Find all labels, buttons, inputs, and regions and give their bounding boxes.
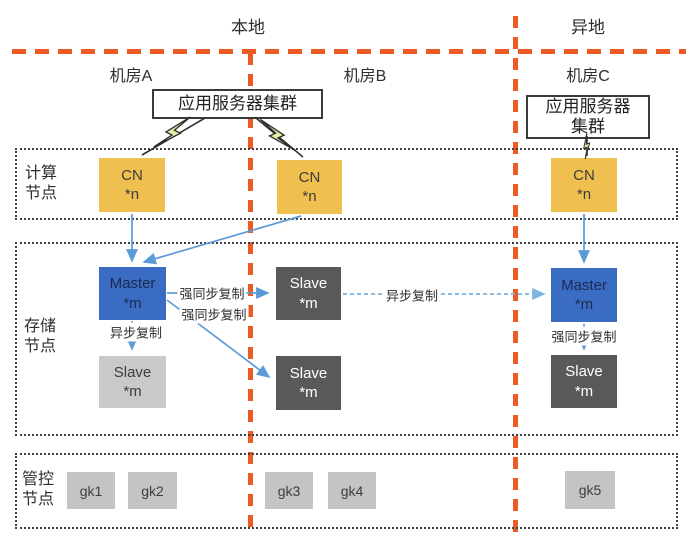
slave-b2-count: *m [299, 384, 318, 401]
master-a-label: Master [109, 275, 156, 292]
master-node-room-c: Master *m [551, 268, 617, 322]
cn-c-count: *n [576, 186, 592, 203]
master-c-label: Master [561, 276, 607, 294]
slave-b2-label: Slave [289, 364, 328, 382]
row-label-storage-nodes: 存储 节点 [24, 318, 57, 355]
slave-node-room-c: Slave *m [551, 355, 617, 408]
cn-a-label: CN [121, 166, 143, 184]
slave-b1-label: Slave [289, 275, 328, 292]
app-server-cluster-remote-line2: 集群 [571, 117, 605, 136]
label-sync-replication-3: 强同步复制 [549, 326, 619, 346]
cn-c-label: CN [573, 166, 595, 184]
zone-divider-local-remote [513, 16, 518, 535]
slave-a-label: Slave [113, 363, 152, 381]
slave-c-label: Slave [565, 363, 603, 380]
cn-b-label: CN [298, 168, 321, 186]
label-sync-replication-1: 强同步复制 [177, 283, 247, 303]
zone-divider-horizontal [12, 49, 686, 54]
gk-node-4: gk4 [328, 472, 376, 509]
gk-node-1: gk1 [67, 472, 115, 509]
master-c-count: *m [574, 296, 594, 313]
label-async-replication-local: 异步复制 [107, 322, 165, 342]
row-label-mgmt-nodes: 管控 节点 [22, 471, 55, 508]
gk-node-2: gk2 [128, 472, 177, 509]
zone-label-local: 本地 [231, 18, 265, 37]
row-label-compute-nodes: 计算 节点 [25, 165, 58, 202]
label-async-replication-remote: 异步复制 [383, 285, 441, 305]
storage-row-frame [15, 242, 678, 436]
app-server-cluster-local: 应用服务器集群 [152, 89, 323, 119]
compute-row-frame [15, 148, 678, 220]
gk-node-5: gk5 [565, 471, 615, 509]
mgmt-row-frame [15, 453, 678, 529]
cn-b-count: *n [302, 188, 317, 205]
slave-node-room-a: Slave *m [99, 356, 166, 408]
cn-node-room-a: CN *n [99, 158, 165, 212]
slave-b1-count: *m [299, 294, 318, 312]
app-server-cluster-remote-line1: 应用服务器 [545, 96, 631, 116]
slave-a-count: *m [123, 383, 142, 400]
master-node-room-a: Master *m [99, 267, 166, 320]
room-label-c: 机房C [566, 68, 610, 85]
label-sync-replication-2: 强同步复制 [179, 304, 249, 324]
slave-c-count: *m [574, 382, 594, 400]
zone-label-remote: 异地 [571, 18, 605, 37]
room-divider-a-b [248, 53, 253, 535]
room-label-a: 机房A [109, 68, 153, 85]
master-a-count: *m [123, 294, 142, 312]
cn-a-count: *n [124, 186, 140, 203]
cn-node-room-c: CN *n [551, 158, 617, 212]
slave-node-room-b-top: Slave *m [276, 267, 341, 320]
cn-node-room-b: CN *n [277, 160, 342, 214]
app-server-cluster-remote: 应用服务器 集群 [526, 95, 650, 139]
gk-node-3: gk3 [265, 472, 313, 509]
room-label-b: 机房B [343, 68, 387, 85]
slave-node-room-b-bottom: Slave *m [276, 356, 341, 410]
